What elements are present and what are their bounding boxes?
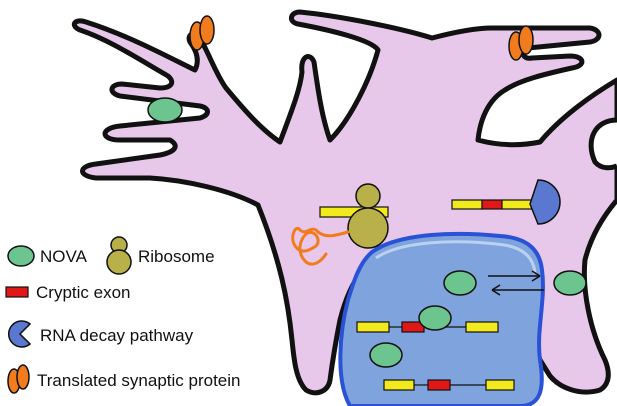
nova-cytoplasm: [147, 97, 183, 123]
pre-mrna-unbound: [383, 379, 515, 391]
ribosome-translation: [291, 183, 389, 266]
pacman-legend-icon: [7, 320, 32, 348]
cryptic-exon-legend-icon: [5, 286, 29, 298]
decay-pacman-icon: [529, 179, 561, 225]
shuttle-arrows: [488, 270, 544, 296]
synaptic-protein-top-left: [189, 15, 215, 51]
legend-cryptic-exon-label: Cryptic exon: [36, 283, 130, 302]
cell-notch: [588, 117, 617, 171]
synaptic-protein-top-right: [508, 25, 534, 61]
nova-nuclear-1: [443, 270, 477, 296]
legend: NOVA Ribosome Cryptic exon RNA decay pat…: [5, 236, 240, 394]
nova-cytoplasmic-2: [553, 270, 587, 296]
legend-nova-label: NOVA: [40, 247, 88, 266]
nucleus-rim: [375, 240, 537, 275]
orange-protein-legend-icon: [7, 364, 30, 394]
nova-nuclear-free: [369, 342, 403, 368]
nascent-peptide: [291, 227, 350, 266]
pre-mrna-bound: [356, 305, 499, 333]
legend-decay-label: RNA decay pathway: [40, 326, 194, 345]
decay-of-cryptic-mrna: [451, 179, 561, 225]
nova-legend-icon: [7, 245, 35, 267]
legend-ribosome-label: Ribosome: [138, 247, 215, 266]
ribosome-legend-icon: [106, 236, 132, 275]
legend-synaptic-label: Translated synaptic protein: [37, 371, 240, 390]
